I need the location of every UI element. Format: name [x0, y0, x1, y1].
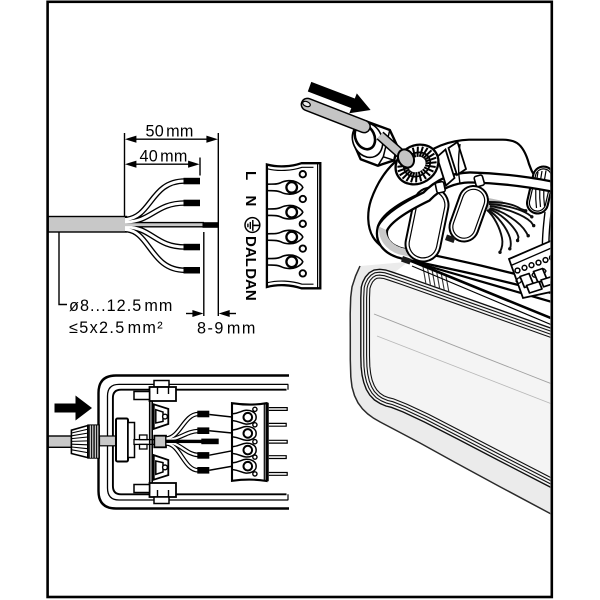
- svg-text:8-9mm: 8-9mm: [197, 320, 257, 338]
- svg-text:N: N: [242, 196, 259, 207]
- svg-text:DAN: DAN: [242, 268, 259, 301]
- svg-text:ø8...12.5mm: ø8...12.5mm: [69, 297, 173, 315]
- svg-text:DAL: DAL: [242, 236, 259, 267]
- svg-text:L: L: [242, 171, 259, 180]
